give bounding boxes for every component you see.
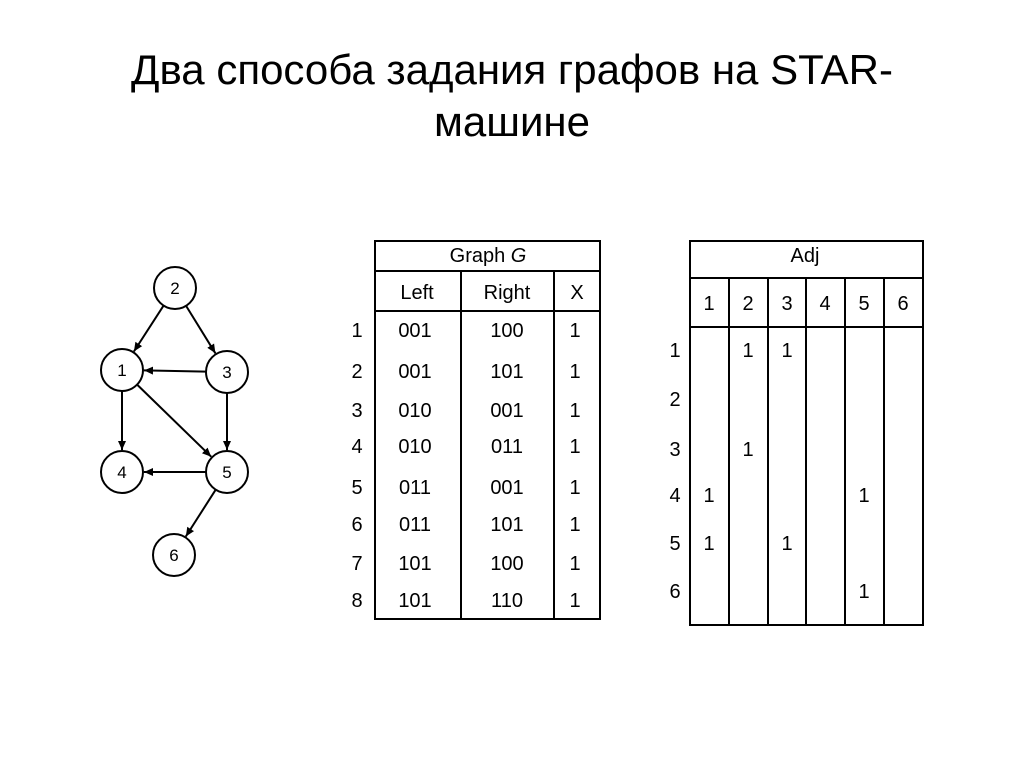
edge-row-x: 1	[569, 400, 581, 422]
graph-node-circle	[205, 350, 249, 394]
edge-row-left: 101	[398, 590, 432, 612]
graph-node-label: 4	[117, 463, 126, 482]
graph-node-3: 3	[205, 350, 249, 394]
adj-column-header: 2	[742, 293, 754, 315]
edge-row-right: 110	[491, 590, 523, 612]
edge-row-index: 5	[351, 477, 363, 499]
edge-row-x: 1	[569, 436, 581, 458]
adj-table-title: Adj	[790, 245, 820, 267]
graph-edge-5-to-6	[184, 489, 217, 538]
graph-node-6: 6	[152, 533, 196, 577]
graph-node-circle	[152, 533, 196, 577]
adj-row-label: 1	[669, 340, 681, 362]
adj-cell: 1	[781, 533, 793, 555]
title-line-2: машине	[434, 98, 590, 145]
edge-row-right: 100	[490, 553, 524, 575]
graph-node-4: 4	[100, 450, 144, 494]
edge-row-left: 010	[398, 436, 432, 458]
graph-node-label: 6	[169, 546, 178, 565]
edge-row-x: 1	[569, 361, 581, 383]
edge-row-index: 4	[351, 436, 363, 458]
adj-cell: 1	[858, 581, 870, 603]
graph-edge-1-to-5	[136, 383, 212, 458]
edge-row-index: 2	[351, 361, 363, 383]
edge-row-right: 011	[491, 436, 523, 458]
graph-edge-2-to-3	[185, 305, 217, 354]
graph-node-label: 3	[222, 363, 231, 382]
graph-edge-2-to-1	[133, 305, 165, 353]
adj-cell: 1	[703, 485, 715, 507]
adj-column-header: 6	[897, 293, 909, 315]
graph-node-circle	[153, 266, 197, 310]
edge-table-title-var: G	[510, 245, 527, 267]
edge-row-left: 011	[399, 514, 431, 536]
graph-edges	[118, 305, 231, 538]
graph-node-2: 2	[153, 266, 197, 310]
graph-node-label: 5	[222, 463, 231, 482]
edge-row-right: 101	[490, 514, 524, 536]
edge-row-index: 7	[351, 553, 363, 575]
edge-row-x: 1	[569, 477, 581, 499]
edge-row-left: 010	[398, 400, 432, 422]
title-line-1: Два способа задания графов на STAR-	[131, 46, 893, 93]
edge-row-x: 1	[569, 514, 581, 536]
edge-row-right: 001	[490, 400, 524, 422]
adj-row-label: 3	[669, 439, 681, 461]
edge-row-index: 8	[351, 590, 363, 612]
adj-row-label: 4	[669, 485, 681, 507]
adj-column-header: 5	[858, 293, 870, 315]
edge-row-left: 101	[398, 553, 432, 575]
edge-row-left: 001	[398, 320, 432, 342]
edge-row-left: 001	[398, 361, 432, 383]
edge-table-title: Graph G	[450, 244, 527, 268]
graph-nodes: 2 1 3 4 5 6	[100, 266, 249, 577]
graph-node-circle	[205, 450, 249, 494]
edge-row-x: 1	[569, 590, 581, 612]
adj-cell: 1	[858, 485, 870, 507]
adj-cell: 1	[742, 439, 754, 461]
adj-cell: 1	[703, 533, 715, 555]
adj-row-label: 2	[669, 389, 681, 411]
edge-row-right: 100	[490, 320, 524, 342]
graph-node-circle	[100, 348, 144, 392]
graph-node-circle	[100, 450, 144, 494]
adj-cell: 1	[781, 340, 793, 362]
adj-column-header: 1	[703, 293, 715, 315]
edge-row-index: 3	[351, 400, 363, 422]
edge-row-right: 001	[490, 477, 524, 499]
edge-row-index: 1	[351, 320, 363, 342]
graph-edge-3-to-1	[143, 366, 207, 375]
slide-title: Два способа задания графов на STAR- маши…	[40, 44, 984, 148]
graph-node-label: 1	[117, 361, 126, 380]
adj-column-header: 4	[819, 293, 831, 315]
edge-table-header-left: Left	[400, 282, 434, 304]
edge-row-left: 011	[399, 477, 431, 499]
edge-table-header-x: X	[570, 282, 584, 304]
graph-node-1: 1	[100, 348, 144, 392]
adj-row-label: 5	[669, 533, 681, 555]
graph-node-label: 2	[170, 279, 179, 298]
edge-row-index: 6	[351, 514, 363, 536]
adj-row-label: 6	[669, 581, 681, 603]
adj-column-header: 3	[781, 293, 793, 315]
edge-row-x: 1	[569, 320, 581, 342]
edge-row-x: 1	[569, 553, 581, 575]
graph-node-5: 5	[205, 450, 249, 494]
edge-row-right: 101	[490, 361, 524, 383]
edge-table-header-right: Right	[483, 282, 531, 304]
edge-table-title-prefix: Graph	[449, 245, 511, 267]
adj-cell: 1	[742, 340, 754, 362]
